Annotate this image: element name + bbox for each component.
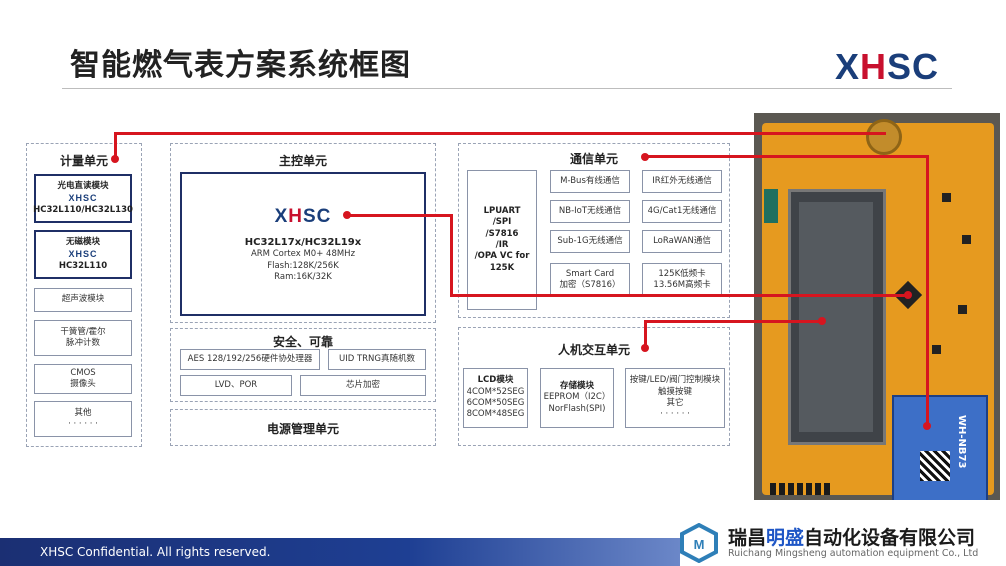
keys-module-box: 按键/LED/阀门控制模块触摸按键其它· · · · · · bbox=[625, 368, 725, 428]
uid-trng-box: UID TRNG真随机数 bbox=[328, 349, 426, 370]
connector-line bbox=[450, 214, 453, 296]
chip-small-3 bbox=[932, 345, 941, 354]
mcu-ram: Ram:16K/32K bbox=[274, 272, 332, 283]
company-name-en: Ruichang Mingsheng automation equipment … bbox=[728, 548, 979, 559]
mcu-logo: XHSC bbox=[274, 206, 332, 228]
nonmagnetic-module-box: 无磁模块 XHSC HC32L110 bbox=[34, 230, 132, 279]
connector-dot bbox=[641, 153, 649, 161]
chip-small-2 bbox=[962, 235, 971, 244]
metering-panel: 计量单元 bbox=[26, 143, 142, 447]
security-title: 安全、可靠 bbox=[272, 335, 333, 349]
connector-line bbox=[646, 155, 928, 158]
4g-cat1-box: 4G/Cat1无线通信 bbox=[642, 200, 722, 223]
company-name-cn: 瑞昌明盛自动化设备有限公司 bbox=[728, 527, 976, 549]
xhsc-logo: XHSC bbox=[835, 46, 940, 87]
metering-title: 计量单元 bbox=[59, 154, 108, 168]
footer-text: XHSC Confidential. All rights reserved. bbox=[40, 545, 271, 559]
pin-header bbox=[770, 483, 830, 495]
main-control-title: 主控单元 bbox=[278, 154, 327, 168]
nb-module: WH-NB73 bbox=[892, 395, 988, 500]
connector-dot bbox=[904, 291, 912, 299]
mcu-flash: Flash:128K/256K bbox=[267, 260, 339, 271]
lcd-panel bbox=[788, 189, 886, 445]
nbiot-box: NB-IoT无线通信 bbox=[550, 200, 630, 223]
optical-module-box: 光电直读模块 XHSC HC32L110/HC32L130 bbox=[33, 174, 133, 223]
connector-line bbox=[114, 133, 117, 160]
connector-dot bbox=[641, 344, 649, 352]
connector bbox=[764, 189, 778, 223]
connector-line bbox=[346, 214, 452, 217]
connector-line bbox=[926, 155, 929, 425]
pcb-photo: WH-NB73 bbox=[754, 113, 1000, 500]
company-logo-icon: M bbox=[680, 523, 718, 563]
svg-text:M: M bbox=[694, 537, 705, 552]
mcu-part: HC32L17x/HC32L19x bbox=[244, 236, 362, 248]
connector-dot bbox=[343, 211, 351, 219]
qr-code bbox=[920, 451, 950, 481]
reed-hall-box: 干簧管/霍尔脉冲计数 bbox=[34, 320, 132, 356]
connector-line bbox=[644, 320, 822, 323]
interface-box: LPUART /SPI /S7816 /IR /OPA VC for 125K bbox=[467, 170, 537, 310]
connector-line bbox=[450, 294, 908, 297]
mcu-core: ARM Cortex M0+ 48MHz bbox=[250, 249, 356, 260]
connector-dot bbox=[111, 155, 119, 163]
ir-box: IR红外无线通信 bbox=[642, 170, 722, 193]
sub1g-box: Sub-1G无线通信 bbox=[550, 230, 630, 253]
mcu-box: XHSC HC32L17x/HC32L19x ARM Cortex M0+ 48… bbox=[180, 172, 426, 316]
connector-dot bbox=[818, 317, 826, 325]
chip-small-1 bbox=[942, 193, 951, 202]
hmi-panel: 人机交互单元 bbox=[458, 327, 730, 446]
chip-small-4 bbox=[958, 305, 967, 314]
lorawan-box: LoRaWAN通信 bbox=[642, 230, 722, 253]
aes-box: AES 128/192/256硬件协处理器 bbox=[180, 349, 320, 370]
ultrasonic-module-box: 超声波模块 bbox=[34, 288, 132, 312]
mbus-box: M-Bus有线通信 bbox=[550, 170, 630, 193]
power-title: 电源管理单元 bbox=[266, 422, 339, 436]
footer-bar: XHSC Confidential. All rights reserved. bbox=[0, 538, 680, 566]
module-label: WH-NB73 bbox=[956, 415, 967, 469]
communication-title: 通信单元 bbox=[569, 152, 618, 166]
storage-module-box: 存储模块 EEPROM（I2C）NorFlash(SPI) bbox=[540, 368, 614, 428]
coin-battery bbox=[866, 119, 902, 155]
connector-dot bbox=[923, 422, 931, 430]
lvd-por-box: LVD、POR bbox=[180, 375, 292, 396]
other-box: 其他· · · · · · bbox=[34, 401, 132, 437]
communication-panel: 通信单元 bbox=[458, 143, 730, 318]
page-title: 智能燃气表方案系统框图 bbox=[70, 48, 411, 83]
pcb-board: WH-NB73 bbox=[762, 119, 994, 500]
connector-line bbox=[644, 320, 647, 348]
chip-encrypt-box: 芯片加密 bbox=[300, 375, 426, 396]
connector-line bbox=[114, 132, 886, 135]
power-panel: 电源管理单元 bbox=[170, 409, 436, 446]
main-control-panel: 主控单元 bbox=[170, 143, 436, 323]
hmi-title: 人机交互单元 bbox=[557, 343, 630, 357]
title-divider bbox=[62, 88, 952, 89]
security-panel: 安全、可靠 bbox=[170, 328, 436, 402]
